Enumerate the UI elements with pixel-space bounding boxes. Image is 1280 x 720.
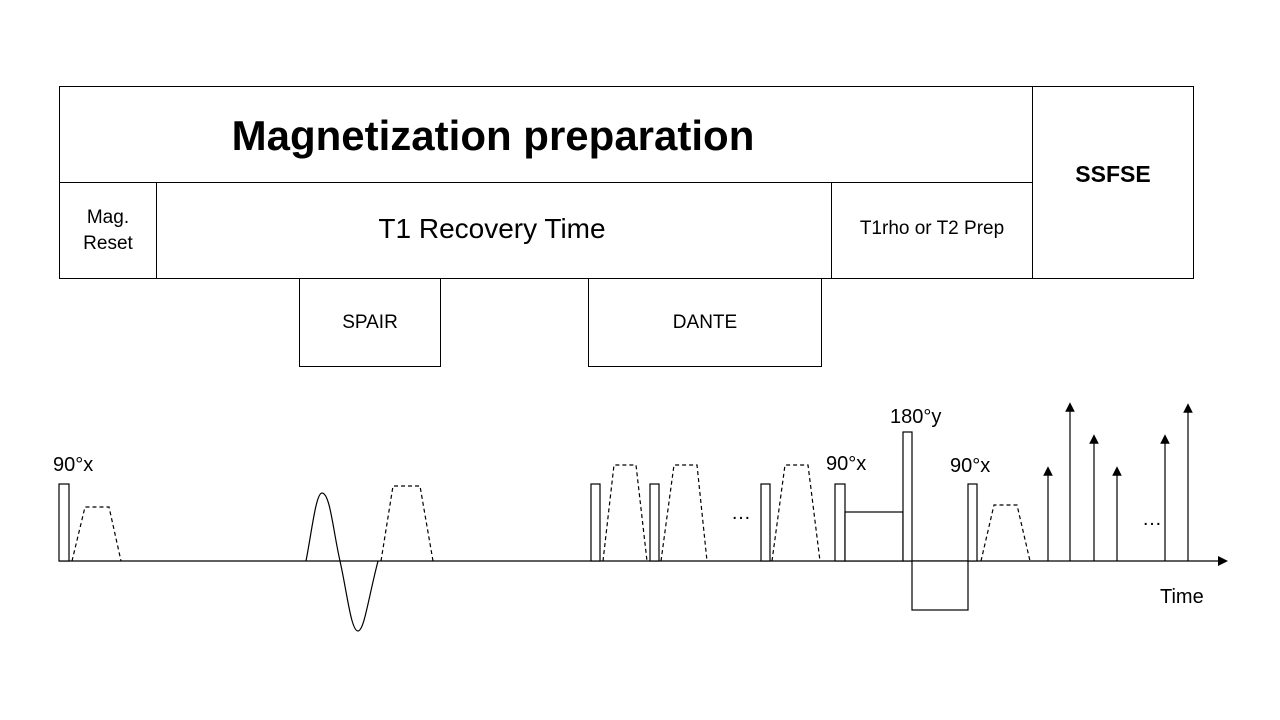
ssfse-label: SSFSE: [1075, 161, 1151, 187]
dante-gradient-3: [771, 464, 821, 562]
rf-pulse-180y: [902, 431, 913, 562]
pulse-label-90x-reset: 90°x: [53, 454, 94, 476]
dante-rf-pulse-3: [760, 483, 771, 562]
rf-pulse-90x-reset: [58, 483, 70, 562]
dante-rf-pulse-1: [590, 483, 601, 562]
spin-lock-pulse: [844, 511, 904, 562]
spin-lock-pulse-negative: [911, 560, 969, 611]
mag-reset-box: Mag. Reset: [59, 182, 157, 279]
spair-box: SPAIR: [299, 278, 441, 367]
pulse-label-90x-tip-up: 90°x: [950, 455, 991, 477]
pulse-label-180y: 180°y: [890, 406, 942, 428]
ssfse-box: SSFSE: [1032, 86, 1194, 279]
dante-ellipsis: …: [731, 502, 751, 524]
dante-gradient-1: [602, 464, 648, 562]
t1-recovery-label: T1 Recovery Time: [378, 212, 606, 244]
spair-label: SPAIR: [342, 311, 398, 333]
dante-box: DANTE: [588, 278, 822, 367]
rf-pulse-90x-tip-up: [967, 483, 978, 562]
t1rho-t2-prep-label: T1rho or T2 Prep: [859, 217, 1005, 239]
t1-recovery-box: T1 Recovery Time: [156, 182, 832, 279]
crusher-gradient-prep: [980, 504, 1031, 562]
crusher-gradient-reset: [71, 506, 122, 562]
readout-ellipsis: …: [1142, 508, 1162, 530]
t1rho-t2-prep-box: T1rho or T2 Prep: [831, 182, 1033, 279]
magnetization-preparation-title: Magnetization preparation: [231, 112, 755, 159]
dante-label: DANTE: [672, 311, 738, 333]
time-axis-arrowhead: [1218, 556, 1228, 566]
rf-pulse-90x-tip-down: [834, 483, 846, 562]
crusher-gradient-spair: [380, 485, 434, 562]
pulse-label-90x-tip-down: 90°x: [826, 453, 867, 475]
dante-rf-pulse-2: [649, 483, 660, 562]
spair-inversion-pulse: [305, 492, 379, 632]
magnetization-preparation-box: [59, 86, 1033, 183]
time-axis-label: Time: [1160, 586, 1204, 608]
dante-gradient-2: [660, 464, 708, 562]
mag-reset-label: Mag. Reset: [83, 206, 133, 254]
